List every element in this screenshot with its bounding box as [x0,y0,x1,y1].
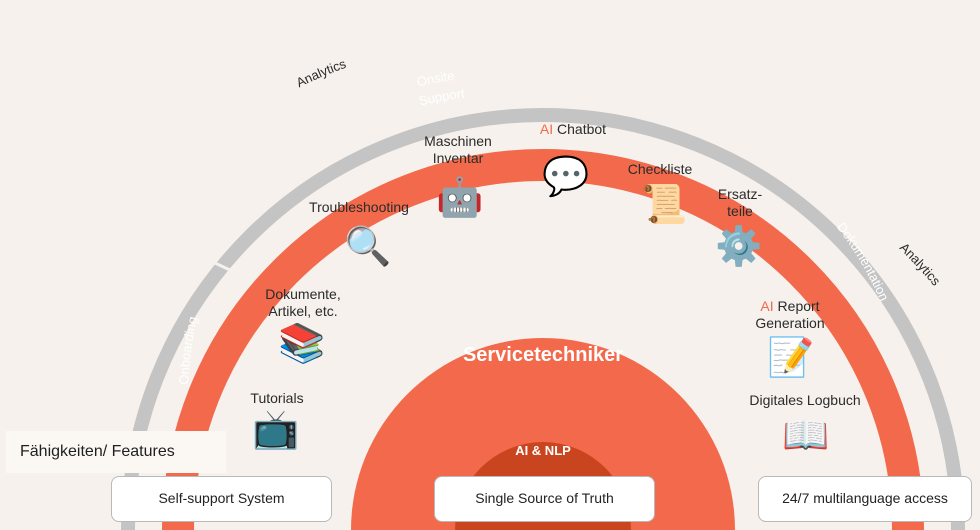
features-heading: Fähigkeiten/ Features [6,431,226,473]
memo-icon: 📝 [767,337,815,379]
analytics-label-right: Analytics [897,240,944,289]
feature-label-chatbot: AI Chatbot [513,121,633,138]
onsite-label-line2: Support [417,86,465,109]
ai-tag: AI [539,121,554,137]
feature-label-report: AI Report Generation [735,298,845,332]
chatbot-label: Chatbot [553,121,607,137]
pill-self-support: Self-support System [111,476,332,522]
analytics-ring [121,108,965,530]
pill-multilanguage: 24/7 multilanguage access [758,476,972,522]
ring-divider-right [767,141,797,167]
report-label: Report Generation [755,298,825,331]
dokumentation-label: Dokumentation [834,220,892,304]
robot-icon: 🤖 [436,177,484,219]
feature-label-ersatzteile: Ersatz- teile [717,186,763,219]
feature-label-dokumente: Dokumente, Artikel, etc. [265,286,341,319]
ring-divider-left [197,253,233,273]
ai-tag: AI [760,298,774,314]
pill-single-source: Single Source of Truth [434,476,655,522]
gear-icon: ⚙️ [715,226,763,268]
tv-icon: 📺 [252,409,300,451]
feature-label-logbuch: Digitales Logbuch [749,392,861,408]
core-label: Servicetechniker [463,344,623,366]
speech-bubble-icon: 💬 [542,156,590,198]
orange-ring [162,149,924,530]
scroll-icon: 📜 [640,184,688,226]
inner-core-label: AI & NLP [515,443,571,458]
feature-label-troubleshooting: Troubleshooting [309,199,409,215]
books-icon: 📚 [278,323,326,365]
feature-label-tutorials: Tutorials [250,390,304,406]
magnifier-icon: 🔍 [344,226,392,268]
feature-label-inventar: Maschinen Inventar [424,133,492,166]
onsite-label-line1: Onsite [415,68,455,90]
analytics-label-left: Analytics [294,56,349,90]
open-book-icon: 📖 [782,415,830,457]
feature-label-checkliste: Checkliste [627,161,693,177]
